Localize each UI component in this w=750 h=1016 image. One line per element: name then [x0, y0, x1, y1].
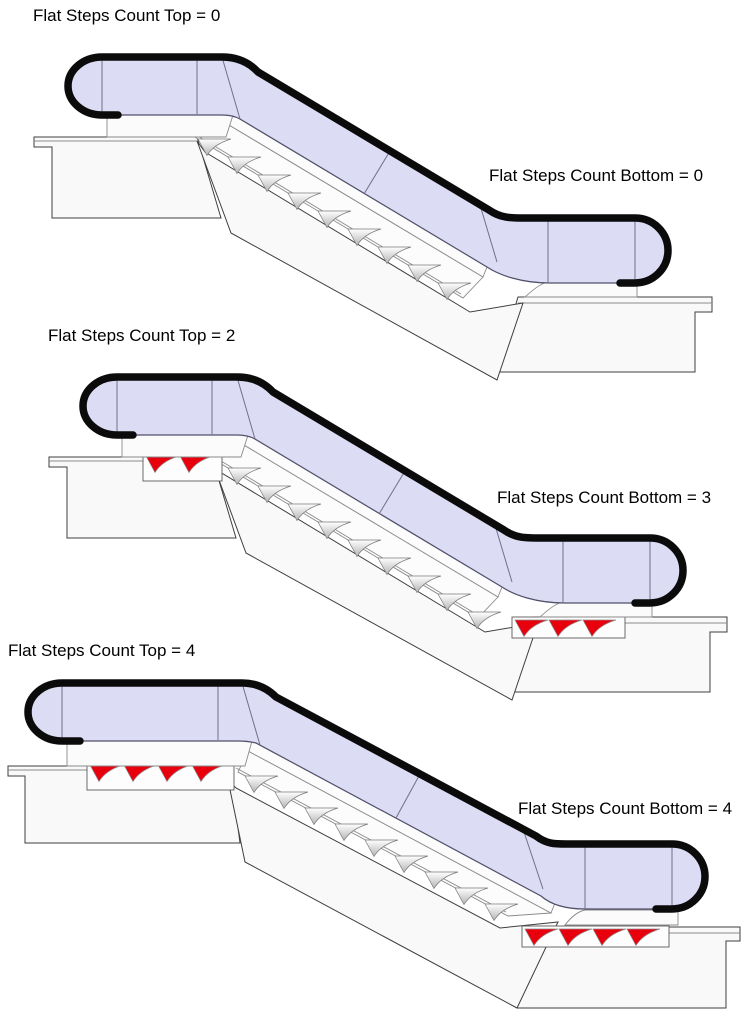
- label-flat-steps-bottom-2: Flat Steps Count Bottom = 3: [497, 488, 712, 507]
- label-flat-steps-top-3: Flat Steps Count Top = 4: [8, 641, 196, 660]
- label-flat-steps-top-1: Flat Steps Count Top = 0: [33, 6, 221, 25]
- escalator-figure-1: [33, 53, 713, 381]
- escalator-figure-3: [7, 679, 741, 1009]
- label-flat-steps-bottom-1: Flat Steps Count Bottom = 0: [489, 166, 704, 185]
- label-flat-steps-bottom-3: Flat Steps Count Bottom = 4: [518, 799, 733, 818]
- escalator-figure-2: [48, 373, 728, 701]
- label-flat-steps-top-2: Flat Steps Count Top = 2: [48, 326, 236, 345]
